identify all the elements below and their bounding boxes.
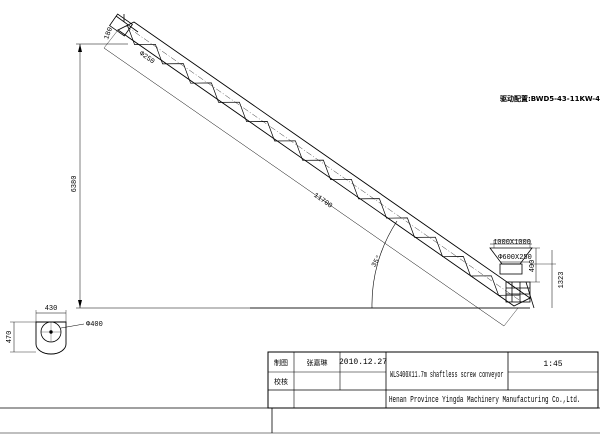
conveyor-centerline: [125, 25, 523, 303]
top-size-label: 180: [103, 26, 115, 41]
angle-arc: [371, 220, 398, 309]
detail-height-label: 470: [6, 331, 14, 344]
conveyor-tube: [117, 21, 531, 307]
drawn-by-label: 制图: [274, 358, 288, 367]
conveyor-assembly: [76, 13, 556, 327]
drive-config-note: 驱动配置:BWD5-43-11KW-4极: [500, 94, 600, 103]
tube-dia-label: Φ250: [137, 50, 155, 66]
drawing-scale: 1:45: [543, 360, 562, 369]
height-dim-label: 6380: [71, 176, 79, 193]
length-dim-line: [103, 47, 505, 327]
inlet-hopper: [489, 243, 533, 275]
detail-dia-label: Φ400: [86, 321, 103, 329]
detail-width-label: 430: [45, 305, 58, 313]
title-block: [0, 351, 600, 434]
top-end-cap: [109, 13, 139, 37]
drive-motor: [505, 281, 535, 309]
drawn-by-name: 张嘉琳: [307, 358, 328, 367]
length-dim-label: 11700: [312, 192, 334, 211]
h400-label: 400: [529, 260, 537, 273]
checked-by-label: 校核: [274, 377, 288, 386]
company-name: Henan Province Yingda Machinery Manufact…: [389, 396, 580, 405]
drawing-date: 2010.12.27: [339, 358, 387, 367]
inlet-box-label: 1000X1000: [493, 239, 531, 247]
angle-label: 35°: [370, 254, 384, 269]
inlet-dia-label: Φ600X250: [498, 254, 532, 262]
cross-section-detail: [10, 310, 85, 355]
h1323-label: 1323: [558, 272, 566, 289]
screw-flights: [127, 24, 520, 296]
product-name: WLS400X11.7m shaftless screw conveyor: [390, 371, 504, 381]
